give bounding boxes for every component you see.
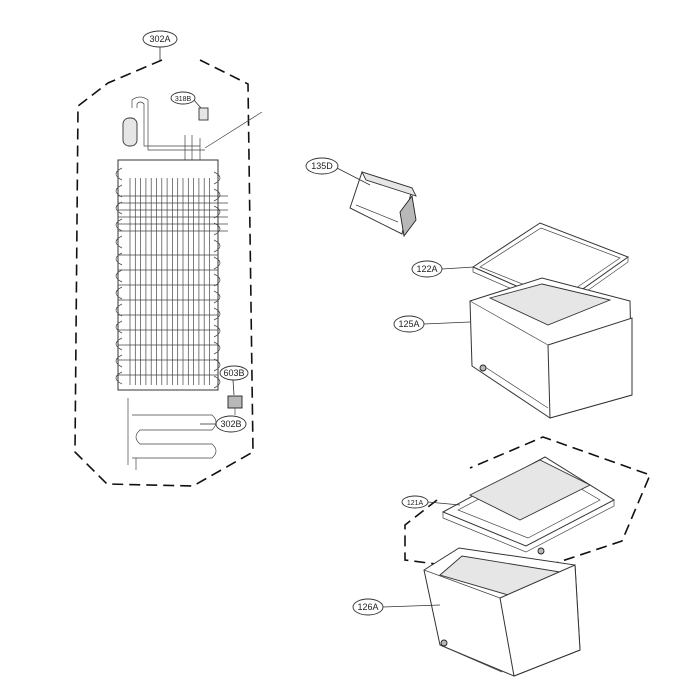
callout-603B: 603B <box>219 365 249 381</box>
callout-135D: 135D <box>305 157 339 175</box>
callout-135D-text: 135D <box>311 161 333 171</box>
coil-bend <box>115 235 123 249</box>
coil-bend <box>213 171 221 185</box>
coil-bend <box>213 256 221 270</box>
callout-125A-text: 125A <box>398 319 419 329</box>
evaporator-group-boundary <box>74 59 254 487</box>
coil-bend <box>115 269 123 283</box>
coil-bend <box>213 307 221 321</box>
coil-bend <box>213 188 221 202</box>
coil-bend <box>213 239 221 253</box>
coil-bend <box>213 290 221 304</box>
callout-121A-text: 121A <box>407 500 424 507</box>
coil-bend <box>115 337 123 351</box>
part-135D-cover <box>349 171 417 238</box>
coil-bend <box>213 375 221 389</box>
part-603B-fuse <box>227 395 243 415</box>
coil-bend <box>213 341 221 355</box>
cover-group-boundary <box>404 436 652 576</box>
callout-122A: 122A <box>411 260 443 278</box>
callout-126A-text: 126A <box>357 602 378 612</box>
callout-318B-text: 318B <box>175 96 192 103</box>
part-318B-sensor <box>198 107 209 121</box>
callout-302A: 302A <box>142 30 178 48</box>
coil-bend <box>115 354 123 368</box>
coil-bend <box>115 252 123 266</box>
callout-302B-text: 302B <box>220 419 241 429</box>
coil-bend <box>115 320 123 334</box>
callout-302B: 302B <box>215 415 247 433</box>
evaporator-assembly <box>115 96 263 470</box>
coil-bend <box>115 371 123 385</box>
coil-bend <box>213 324 221 338</box>
callout-122A-text: 122A <box>416 264 437 274</box>
coil-bend <box>115 167 123 181</box>
part-126A-drawer <box>423 547 581 677</box>
callout-125A: 125A <box>393 315 425 333</box>
callout-318B: 318B <box>170 91 196 105</box>
coil-bend <box>115 286 123 300</box>
callout-302A-text: 302A <box>149 34 170 44</box>
part-125A-drawer <box>469 277 633 419</box>
coil-bend <box>115 218 123 232</box>
callout-126A: 126A <box>352 598 384 616</box>
part-121A-crisper-cover <box>441 456 616 555</box>
leader-lines <box>159 47 475 608</box>
callout-603B-text: 603B <box>223 368 244 378</box>
callout-121A: 121A <box>401 495 429 509</box>
